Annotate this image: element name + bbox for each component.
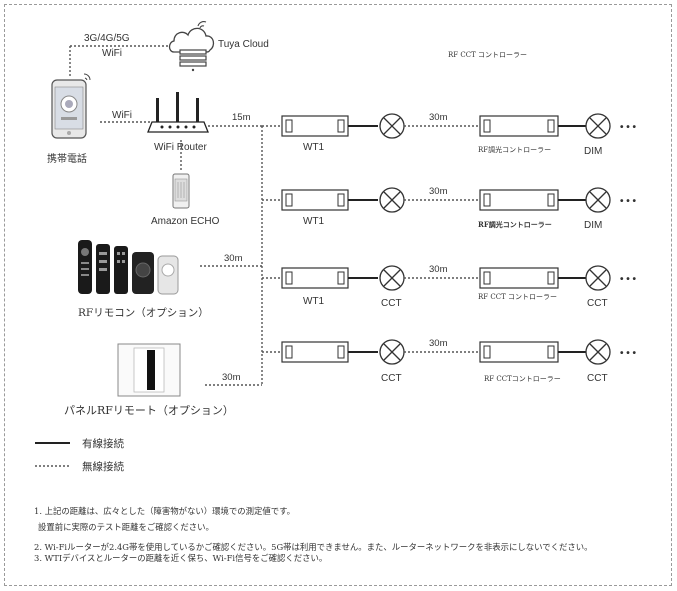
rf-controller-icon — [479, 341, 559, 363]
echo-icon — [172, 173, 190, 209]
lamp-icon — [585, 339, 611, 365]
row-1-more: • • • — [620, 122, 637, 133]
row-1-left-label: WT1 — [303, 142, 325, 153]
router-icon — [147, 92, 209, 133]
note-1b: 設置前に実際のテスト距離をご確認ください。 — [38, 521, 214, 532]
echo-label: Amazon ECHO — [151, 216, 220, 227]
row-1-distance: 30m — [429, 112, 448, 123]
row-4-lamp1-label: CCT — [381, 373, 402, 384]
row-4: CCT 30m RF CCTコントローラー CCT • • • — [262, 338, 637, 384]
row-4-distance: 30m — [429, 338, 448, 349]
rf-controller-icon — [479, 115, 559, 137]
row-2-left-label: WT1 — [303, 216, 325, 227]
wifi-label-phone: WiFi — [112, 110, 132, 121]
wt1-controller-icon — [281, 267, 349, 289]
remote-label: RFリモコン（オプション） — [78, 307, 209, 319]
row-3-lamp1-label: CCT — [381, 298, 402, 309]
rf-remote-icons — [78, 240, 179, 295]
row-2-more: • • • — [620, 196, 637, 207]
diagram-frame — [4, 4, 672, 586]
row-3-controller-label: RF CCT コントローラー — [478, 293, 557, 301]
row-3-left-label: WT1 — [303, 296, 325, 307]
row-2-lamp2-label: DIM — [584, 220, 602, 231]
row-1-controller-label: RF調光コントローラー — [478, 145, 551, 154]
cloud-label: Tuya Cloud — [218, 39, 269, 50]
row-2-controller-label: RF調光コントローラー — [478, 220, 552, 229]
wiring-diagram: 3G/4G/5G WiFi Tuya Cloud 携帯電話 WiFi WiFi … — [35, 21, 637, 467]
row-4-controller-label: RF CCTコントローラー — [484, 375, 561, 383]
lamp-icon — [379, 339, 405, 365]
lamp-icon — [379, 265, 405, 291]
row-3-more: • • • — [620, 274, 637, 285]
legend-wireless-label: 無線接続 — [82, 461, 124, 473]
lamp-icon — [585, 113, 611, 139]
notes: 1. 上記の距離は、広々とした（障害物がない）環境での測定値です。 設置前に実際… — [34, 506, 664, 563]
panel-remote-icon — [117, 343, 181, 397]
lamp-icon — [585, 265, 611, 291]
distance-panel: 30m — [222, 372, 241, 383]
row-3-lamp2-label: CCT — [587, 298, 608, 309]
note-3: 3. WTIデバイスとルーターの距離を近く保ち、Wi-Fi信号をご確認ください。 — [34, 552, 328, 563]
cloud-icon — [168, 21, 215, 72]
wt1-controller-icon — [281, 115, 349, 137]
lamp-icon — [379, 113, 405, 139]
lamp-icon — [585, 187, 611, 213]
router-label: WiFi Router — [154, 142, 207, 153]
panel-label: パネルRFリモート（オプション） — [64, 404, 234, 417]
row-2-distance: 30m — [429, 186, 448, 197]
row-3: WT1 CCT 30m RF CCT コントローラー CCT • • • — [262, 264, 637, 309]
legend-wired-label: 有線接続 — [82, 438, 124, 450]
note-2: 2. Wi-Fiルーターが2.4G帯を使用しているかご確認ください。5G帯は利用… — [34, 542, 593, 552]
network-label: 3G/4G/5G — [84, 33, 130, 44]
distance-remote: 30m — [224, 253, 243, 264]
lamp-icon — [379, 187, 405, 213]
row-1-lamp2-label: DIM — [584, 146, 602, 157]
rf-controller-icon — [479, 267, 559, 289]
wt1-controller-icon — [281, 189, 349, 211]
section-title: RF CCT コントローラー — [448, 51, 527, 59]
wifi-label-top: WiFi — [102, 48, 122, 59]
distance-router: 15m — [232, 112, 251, 123]
row-4-more: • • • — [620, 348, 637, 359]
row-1: WT1 30m RF調光コントローラー DIM • • • — [262, 112, 637, 157]
phone-label: 携帯電話 — [47, 152, 87, 165]
network-label-group: 3G/4G/5G WiFi — [69, 33, 168, 76]
wt1-controller-icon — [281, 341, 349, 363]
row-4-lamp2-label: CCT — [587, 373, 608, 384]
note-1: 1. 上記の距離は、広々とした（障害物がない）環境での測定値です。 — [34, 506, 296, 516]
row-3-distance: 30m — [429, 264, 448, 275]
row-2: WT1 30m RF調光コントローラー DIM • • • — [262, 186, 637, 231]
rf-controller-icon — [479, 189, 559, 211]
phone-icon — [51, 73, 91, 139]
